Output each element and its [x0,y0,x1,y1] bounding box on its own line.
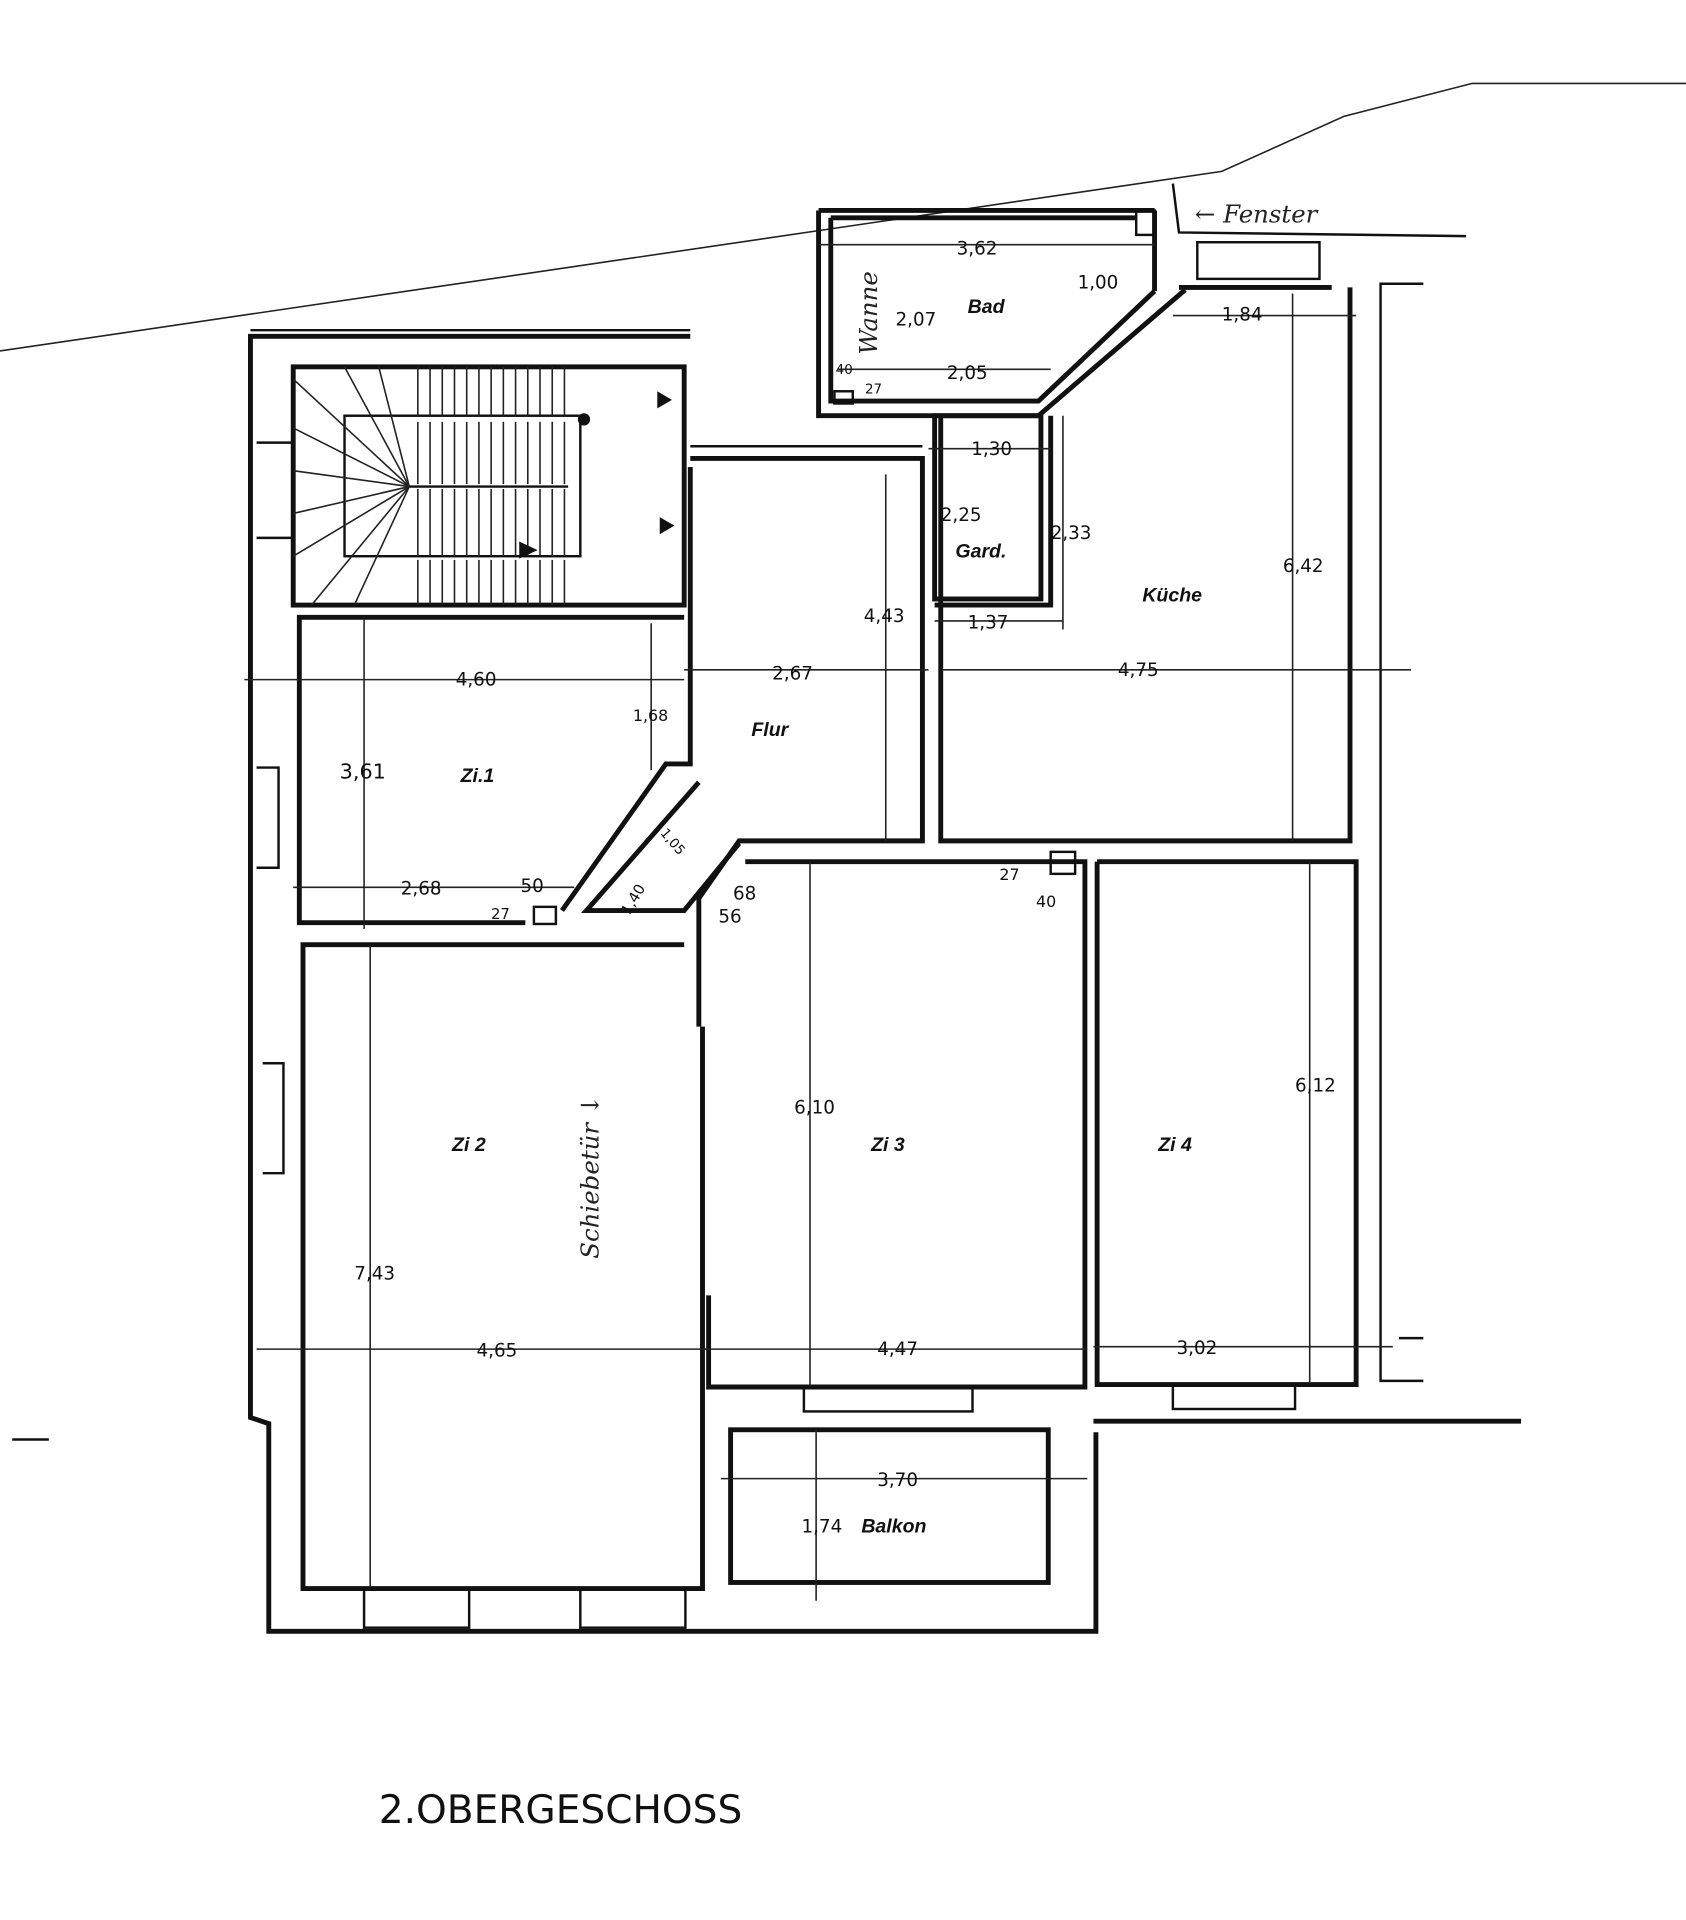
stair-arrow-icon [519,541,538,559]
scan-edge-line [0,82,1686,352]
stair-arrow-icon [657,391,672,409]
dim-label: 2,67 [772,664,813,685]
stair-step [292,427,410,488]
room-label-bad: Bad [968,296,1006,318]
stair-step [292,485,410,557]
room-label-zi3: Zi 3 [870,1134,905,1156]
room-label-gard: Gard. [955,540,1006,562]
note-schiebetuer: Schiebetür ↓ [576,1095,605,1259]
room-zi3 [702,850,1088,1413]
dim-label: 1,05 [657,826,688,859]
room-label-kueche: Küche [1142,584,1202,606]
dim-label: 56 [718,907,741,928]
stair-step [353,486,411,606]
dim-label: 68 [733,884,756,905]
dim-label: 7,43 [354,1263,395,1284]
dim-label: 2,33 [1051,523,1092,544]
stair-step [293,485,410,515]
dim-label: 1,00 [1078,273,1119,294]
room-label-zi2: Zi 2 [451,1134,486,1156]
dim-label: 50 [520,876,543,897]
dim-label: 1,30 [971,439,1012,460]
room-zi4 [1093,859,1393,1411]
dimension-labels: 3,62 2,07 1,00 2,05 40 27 1,84 6,42 4,75… [340,238,1336,1537]
dim-label: 6,42 [1283,556,1324,577]
dim-label: 4,43 [864,606,905,627]
stair-step [377,366,411,487]
dim-label: 3,02 [1177,1338,1218,1359]
room-zi2 [256,942,709,1629]
dim-label: 4,75 [1118,660,1159,681]
dim-label: 2,68 [401,879,442,900]
room-gard [928,413,1063,622]
note-fenster: ← Fenster [1195,200,1319,229]
dim-label: 6,10 [794,1097,835,1118]
room-zi1 [244,614,685,929]
balkon [720,1427,1088,1601]
dim-label: 1,68 [633,706,668,725]
stair-step [343,366,410,487]
dim-label: 4,60 [456,670,497,691]
dim-label: 40 [1036,892,1056,911]
dim-label: 27 [865,383,882,398]
stairwell [290,364,687,608]
dim-label: 3,62 [957,238,998,259]
dim-label: 27 [999,865,1019,884]
dim-label: 27 [491,906,510,923]
dim-label: 1,74 [801,1516,842,1537]
stair-step [310,486,410,606]
stair-step [293,469,410,488]
room-label-zi4: Zi 4 [1157,1134,1192,1156]
room-label-zi1: Zi.1 [460,765,495,787]
dim-label: 3,70 [877,1470,918,1491]
room-label-balkon: Balkon [861,1515,926,1537]
stair-arrow-icon [659,517,675,535]
stair-step [292,378,410,488]
room-kueche [934,241,1412,844]
dim-label: 4,47 [877,1339,918,1360]
room-label-flur: Flur [751,719,789,741]
note-wanne: Wanne [854,271,883,354]
dim-label: 1,37 [968,612,1009,633]
floor-title: 2.OBERGESCHOSS [379,1788,743,1833]
outer-walls [248,183,1522,1634]
dim-label: 1,84 [1222,304,1263,325]
dim-label: 40 [836,363,853,378]
dim-label: 6,12 [1295,1075,1336,1096]
dim-label: 2,05 [947,363,988,384]
dim-label: 2,07 [896,309,937,330]
room-flur [560,445,929,1027]
dim-label: 3,61 [340,760,386,784]
dim-label: 4,65 [476,1340,517,1361]
dim-label: 2,25 [941,505,982,526]
